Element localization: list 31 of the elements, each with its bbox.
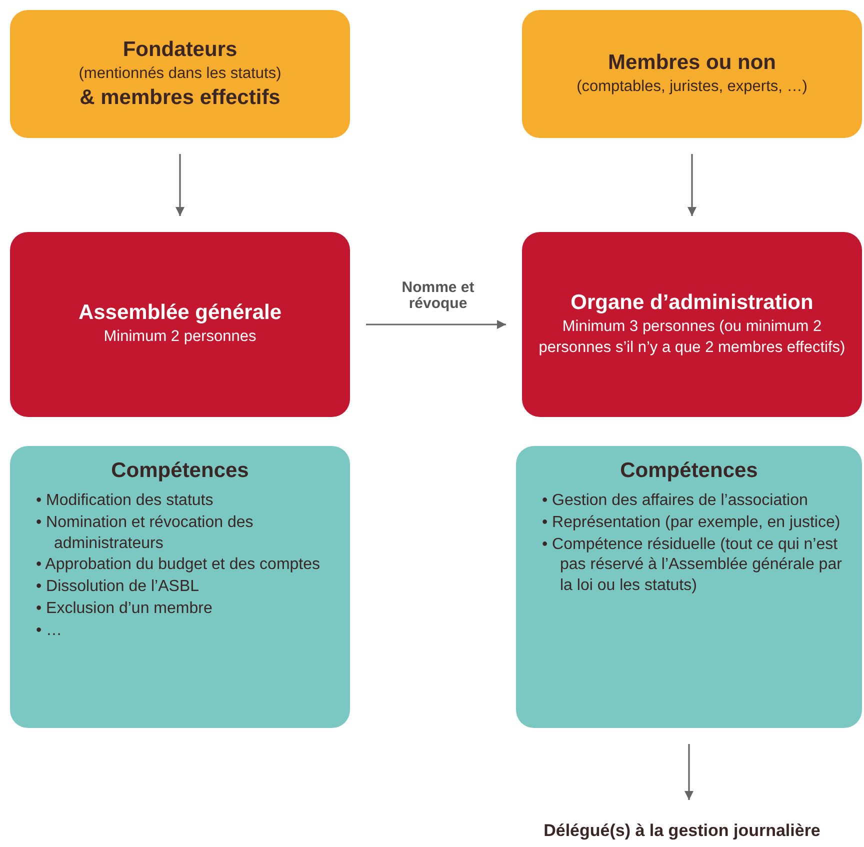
node-label: Délégué(s) à la gestion journalière bbox=[544, 821, 820, 841]
list-item: • Compétence résiduelle (tout ce qui n’est pas réservé à l’Assemblée générale par la loi ou les statuts) bbox=[542, 534, 842, 596]
rounded-box bbox=[10, 232, 350, 417]
box-heading: Membres ou non bbox=[608, 50, 776, 75]
box-heading: Assemblée générale bbox=[78, 301, 282, 326]
box-heading: Compétences bbox=[620, 459, 758, 483]
rounded-box bbox=[522, 10, 862, 138]
arrow bbox=[688, 154, 696, 216]
box-text: Minimum 2 personnes bbox=[104, 327, 256, 348]
box-heading: Organe d’administration bbox=[570, 291, 814, 316]
list-item: • Approbation du budget et des comptes bbox=[36, 555, 322, 576]
box-text: (comptables, juristes, experts, …) bbox=[576, 76, 808, 97]
arrow bbox=[176, 154, 184, 216]
rounded-box bbox=[10, 10, 350, 138]
arrow bbox=[684, 744, 694, 800]
list-item: • Modification des statuts bbox=[36, 491, 214, 511]
rounded-box bbox=[522, 232, 862, 417]
box-heading: & membres effectifs bbox=[80, 86, 280, 110]
rounded-box bbox=[10, 446, 350, 728]
list-item: • Nomination et révocation des administrateurs bbox=[36, 512, 254, 554]
box-heading: Fondateurs bbox=[122, 38, 238, 62]
box-heading: Compétences bbox=[111, 459, 249, 483]
list-item: • Gestion des affaires de l’association bbox=[542, 491, 809, 511]
list-item: • Représentation (par exemple, en justice) bbox=[542, 512, 842, 533]
box-text: Minimum 3 personnes (ou minimum 2 personnes s’il n’y a que 2 membres effectifs) bbox=[538, 317, 846, 358]
rounded-box bbox=[516, 446, 862, 728]
list-item: • Exclusion d’un membre bbox=[36, 598, 214, 619]
box-text: (mentionnés dans les statuts) bbox=[78, 64, 282, 84]
list-item: • Dissolution de l’ASBL bbox=[36, 577, 200, 598]
list-item: • … bbox=[36, 620, 64, 641]
arrow bbox=[366, 320, 506, 329]
